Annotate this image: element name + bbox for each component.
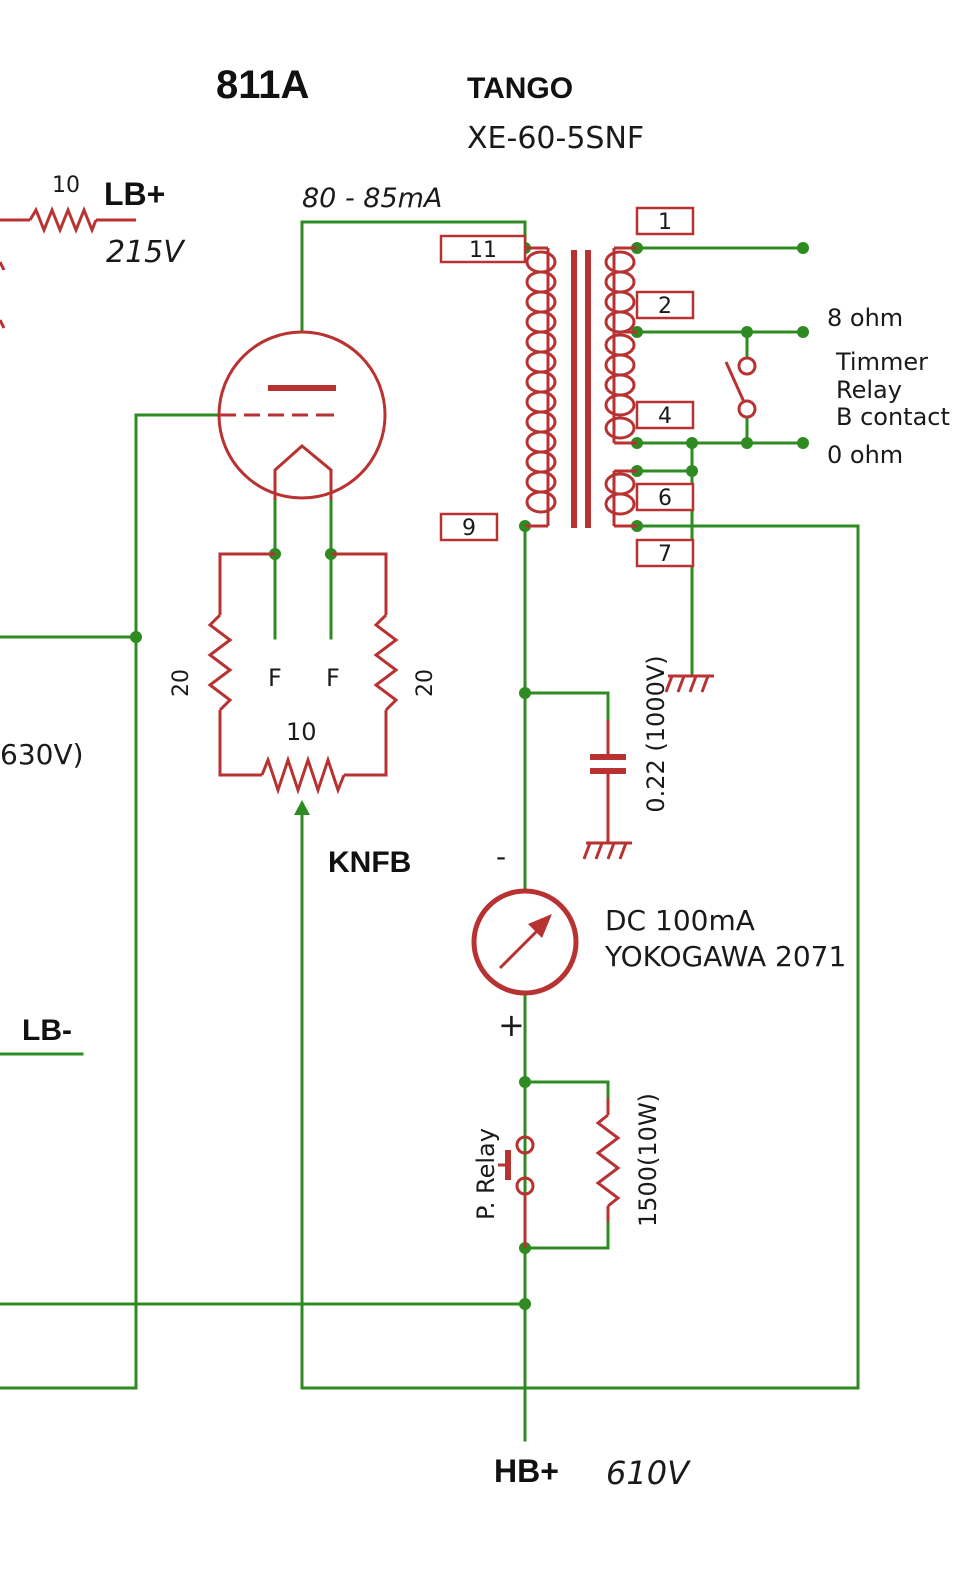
meter-minus: - [496,840,506,873]
plate-current-label: 80 - 85mA [302,183,442,214]
lb-plus-voltage: 215V [106,235,186,270]
relay-label-line2: Relay [836,376,902,404]
lb-plus-label: LB+ [104,176,165,212]
ammeter-icon [471,888,579,996]
filament-f-left: F [268,664,282,692]
transformer-model: XE-60-5SNF [467,121,644,156]
capacitor-symbol [590,720,626,842]
svg-text:2: 2 [658,294,672,319]
knfb-label: KNFB [328,846,411,879]
pin-box-11: 11 [439,234,527,264]
meter-label-line2: YOKOGAWA 2071 [604,940,846,973]
wiring [0,220,860,1442]
partial-left-voltage: 630V) [0,738,84,771]
capacitor-label: 0.22 (1000V) [642,655,670,812]
filament-network [207,552,399,815]
bypass-resistor-label: 1500(10W) [634,1093,662,1227]
timer-relay-switch-icon [724,356,757,419]
svg-text:9: 9 [462,516,476,541]
pin-box-6: 6 [635,482,695,512]
hb-plus-voltage: 610V [606,1454,691,1492]
pin-box-7: 7 [635,538,695,568]
ground-icon [664,674,714,693]
pin-box-9: 9 [439,512,499,542]
meter-plus: + [498,1006,525,1044]
tube-811a-symbol [217,330,387,500]
tube-title: 811A [216,63,309,107]
filament-f-right: F [326,664,340,692]
svg-text:1: 1 [658,210,672,235]
lb-plus-resistor-value: 10 [52,173,80,198]
ground-icon [582,841,632,860]
bypass-resistor-symbol [595,1098,621,1222]
partial-wire-mark [0,319,6,329]
transformer-brand: TANGO [467,72,573,105]
svg-text:4: 4 [658,404,672,429]
filament-resistor-right-value: 20 [413,669,438,697]
hb-plus-label: HB+ [494,1453,559,1489]
pin-box-1: 1 [635,206,695,236]
svg-text:6: 6 [658,486,672,511]
pin-box-4: 4 [635,400,695,430]
svg-text:7: 7 [658,542,672,567]
power-relay-switch-icon [498,1135,535,1248]
meter-label-line1: DC 100mA [605,904,755,937]
lb-minus-label: LB- [22,1014,72,1047]
knfb-arrow-icon [294,800,310,815]
output-0-ohm: 0 ohm [827,441,903,469]
relay-label-line1: Timmer [835,348,928,376]
filament-resistor-bottom-value: 10 [286,718,317,746]
lb-plus-resistor [0,205,136,235]
pin-box-2: 2 [635,290,695,320]
relay-label-line3: B contact [836,403,950,431]
power-relay-label: P. Relay [472,1128,500,1220]
output-transformer-symbol [525,246,637,528]
output-8-ohm: 8 ohm [827,304,903,332]
partial-wire-mark [0,261,6,271]
filament-resistor-left-value: 20 [169,669,194,697]
svg-text:11: 11 [469,238,497,263]
